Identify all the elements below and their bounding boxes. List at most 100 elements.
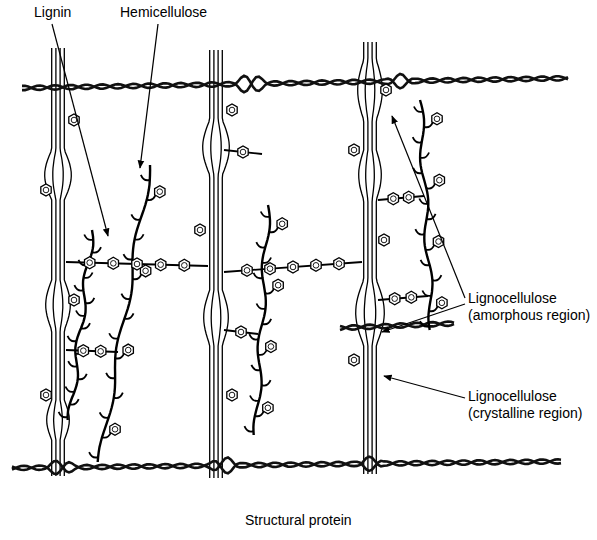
leader-line (140, 24, 158, 168)
hemicellulose-branch (92, 247, 101, 252)
aromatic-circle (240, 149, 246, 155)
aromatic-circle (229, 107, 235, 113)
hemicellulose-branch (249, 334, 258, 339)
part-label: Lignocellulose (crystalline region) (468, 388, 594, 422)
cellulose-fibers (45, 42, 385, 478)
hemicellulose-branch (109, 333, 118, 338)
hemicellulose-branch (74, 285, 83, 290)
aromatic-circle (134, 261, 140, 267)
hemicellulose-branch (254, 273, 263, 278)
lignin-ring (437, 297, 447, 309)
aromatic-circle (391, 196, 397, 202)
hemicellulose-branch (262, 319, 271, 324)
lignin-rings (41, 84, 447, 435)
hemicellulose-branch (125, 313, 134, 318)
aromatic-circle (197, 227, 203, 233)
aromatic-circle (268, 344, 274, 350)
lignin-ring (85, 257, 95, 269)
hemicellulose-branch (84, 273, 93, 278)
hemicellulose-branch (141, 175, 150, 180)
cellulose-microfibril (211, 50, 214, 478)
aromatic-circle (244, 268, 250, 274)
leader-line (382, 304, 465, 332)
lignin-ring (404, 191, 414, 203)
protein-strand (12, 457, 561, 474)
hemicellulose-branch (413, 137, 422, 142)
hemicellulose-branch (421, 260, 430, 265)
lignin-ring (379, 234, 389, 246)
leader-line (392, 116, 465, 298)
lignin-ring (195, 224, 205, 236)
hemicellulose-branch (269, 227, 278, 232)
hemicellulose-branch (114, 393, 123, 398)
hemicellulose-branch (414, 107, 423, 112)
hemicellulose-branch (261, 212, 270, 217)
lignin-ring (390, 293, 400, 305)
hemicellulose-branch (68, 361, 77, 366)
aromatic-circle (434, 116, 440, 122)
hemicellulose-branch (420, 153, 429, 158)
cellulose-microfibril (356, 42, 364, 474)
lignin-ring (266, 341, 276, 353)
hemicellulose-branch (420, 321, 429, 326)
aromatic-circle (182, 263, 188, 269)
cellulose-microfibril (45, 48, 52, 476)
hemicellulose-branch (250, 396, 259, 401)
lignin-ring (434, 174, 444, 186)
hemicellulose-branch (78, 374, 87, 379)
cellulose-microfibril (53, 48, 56, 476)
lignin-ring (123, 344, 133, 356)
hemicellulose-branch (59, 412, 68, 417)
lignin-ring (238, 146, 248, 158)
aromatic-circle (351, 147, 357, 153)
lignin-ring (108, 257, 118, 269)
hemicellulose-branch (106, 373, 115, 378)
hemicellulose-branch (102, 432, 111, 437)
hemicellulose-branch (262, 380, 271, 385)
lignin-linkage (378, 196, 424, 200)
aromatic-circle (267, 266, 273, 272)
protein-label: Structural protein (245, 512, 352, 529)
protein-strand (340, 322, 454, 330)
part-label: Lignin (34, 4, 71, 21)
hemicellulose-branch (131, 214, 140, 219)
hemicellulose-branch (76, 311, 85, 316)
cellulose-microfibril (372, 42, 376, 474)
aromatic-circle (143, 268, 149, 274)
aromatic-circle (238, 329, 244, 335)
hemicellulose-branch (424, 122, 433, 127)
lignin-ring (273, 279, 283, 291)
hemicellulose-branch (133, 274, 142, 279)
lignin-ring (242, 264, 252, 276)
lignin-ring (78, 345, 88, 357)
lignin-ring (96, 345, 106, 357)
lignin-linkage (378, 296, 428, 300)
aromatic-circle (43, 187, 49, 193)
lignin-ring (41, 389, 51, 401)
aromatic-circle (406, 195, 412, 201)
hemicellulose-branch (147, 195, 156, 200)
hemicellulose-branch (257, 304, 266, 309)
hemicellulose-branch (68, 336, 77, 341)
aromatic-circle (439, 300, 445, 306)
lignin-ring (132, 258, 142, 270)
lignin-ring (381, 84, 391, 96)
aromatic-circle (290, 264, 296, 270)
lignin-ring (349, 144, 359, 156)
lignin-ring (311, 259, 321, 271)
hemicellulose-branch (65, 387, 74, 392)
aromatic-circle (71, 297, 77, 303)
aromatic-circle (87, 260, 93, 266)
hemicellulose-branch (429, 306, 438, 311)
hemicellulose-branch (256, 242, 265, 247)
hemicellulose-branch (81, 323, 90, 328)
aromatic-circle (265, 405, 271, 411)
hemicellulose-branch (415, 229, 424, 234)
lignin-ring (263, 402, 273, 414)
hemicellulose-branch (251, 365, 260, 370)
aromatic-circle (125, 347, 131, 353)
hemicellulose-branch (100, 412, 109, 417)
aromatic-circle (381, 237, 387, 243)
